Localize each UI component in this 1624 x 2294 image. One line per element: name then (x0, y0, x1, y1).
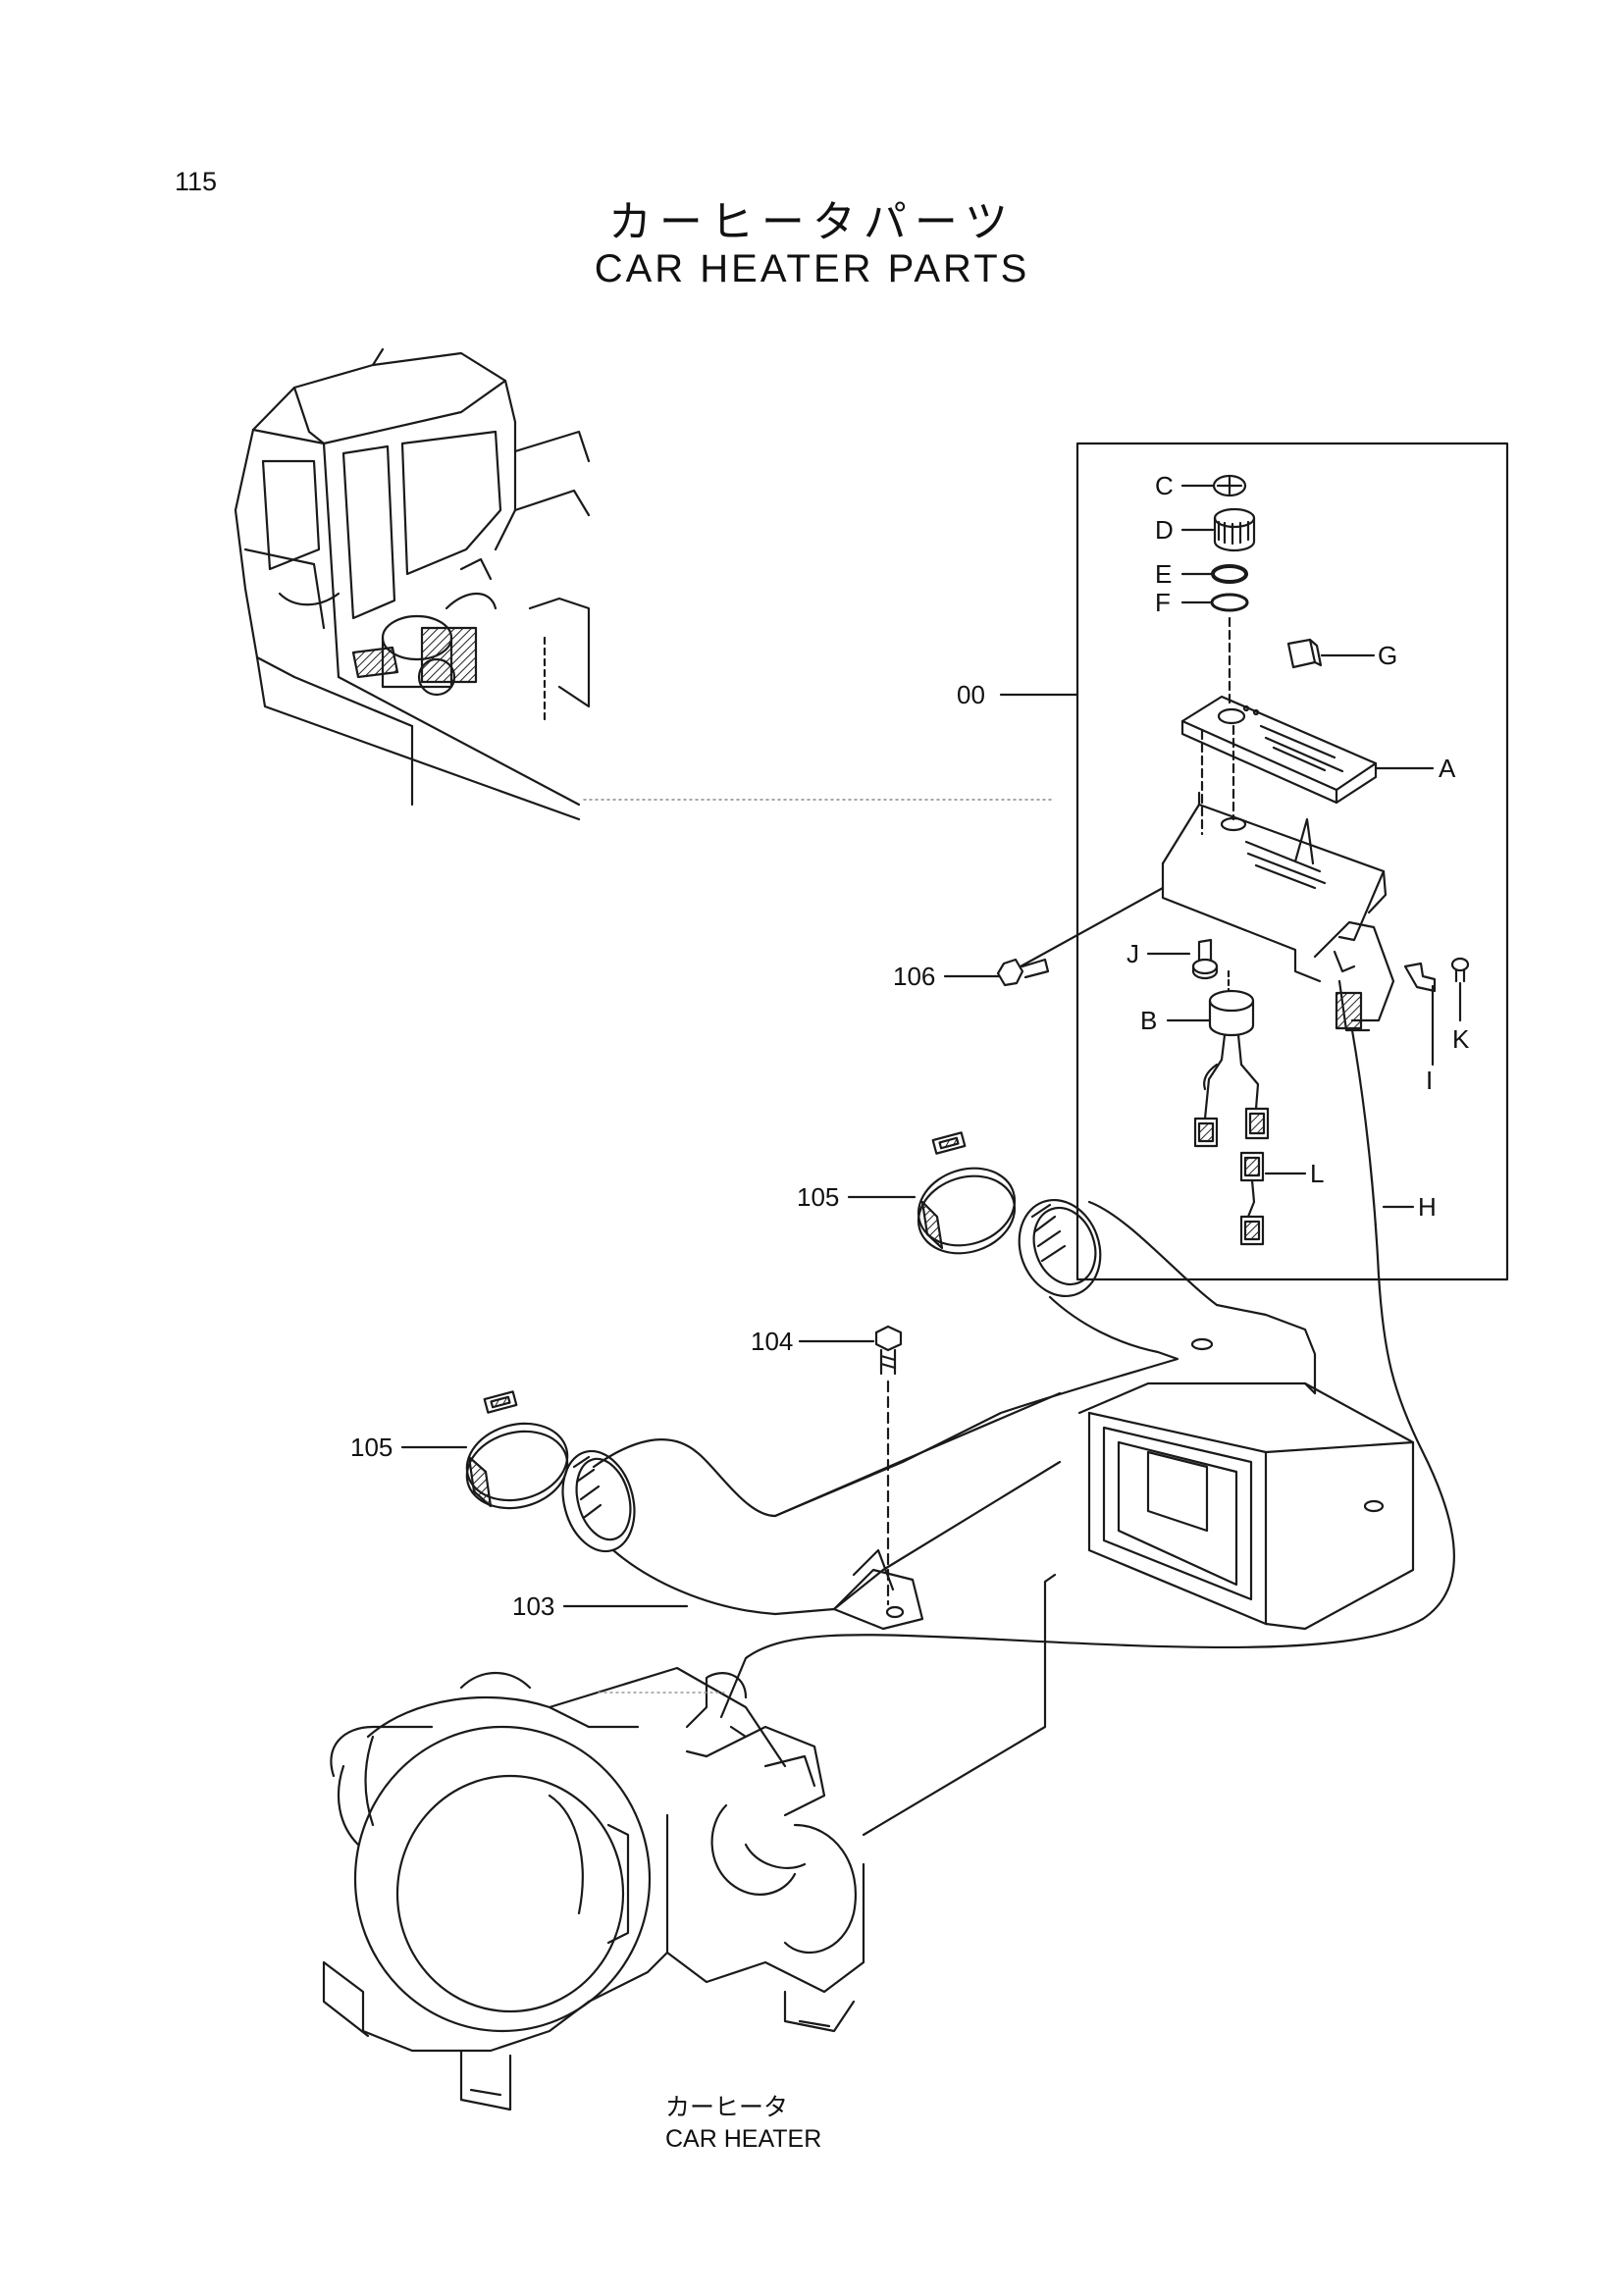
label-h: H (1418, 1192, 1437, 1222)
label-105-lower: 105 (350, 1433, 393, 1462)
label-k: K (1452, 1024, 1470, 1054)
control-panel-bracket (1161, 791, 1395, 1032)
cab-overview (234, 347, 1056, 821)
page-title-japanese: カーヒータパーツ (607, 197, 1017, 247)
label-a: A (1439, 754, 1456, 783)
label-c: C (1155, 471, 1174, 500)
part-105-hose-clamp-upper (917, 1131, 1017, 1255)
label-104: 104 (751, 1327, 793, 1356)
caption: CAR HEATER (665, 2125, 821, 2153)
car-heater-unit (322, 1666, 865, 2112)
label-103: 103 (512, 1591, 554, 1621)
label-g: G (1378, 641, 1397, 670)
label-l: L (1310, 1159, 1324, 1188)
part-k-screw (1450, 957, 1470, 983)
page-title: CAR HEATER PARTS (594, 247, 1030, 290)
part-104-bolt (874, 1325, 903, 1376)
label-b: B (1140, 1006, 1157, 1035)
part-g-lever-knob (1286, 638, 1323, 669)
assembly-box (1075, 442, 1509, 1281)
label-105-upper: 105 (797, 1182, 839, 1212)
page-number: 115 (175, 167, 218, 196)
part-l-connector (1239, 1151, 1265, 1246)
part-a-face-plate (1180, 695, 1378, 805)
label-i: I (1426, 1066, 1433, 1095)
part-b-switch-harness (1193, 969, 1270, 1148)
caption-japanese: カーヒータ (665, 2093, 788, 2121)
part-c-knob-cap (1212, 474, 1247, 497)
part-i-clip (1403, 962, 1437, 993)
part-e-washer (1211, 564, 1248, 584)
label-00: 00 (957, 680, 985, 709)
part-f-washer (1210, 593, 1249, 612)
part-j-screw (1191, 938, 1219, 980)
part-h-control-cable (719, 1028, 1455, 1719)
part-d-knob (1213, 507, 1256, 552)
label-j: J (1126, 939, 1139, 968)
label-106: 106 (893, 962, 935, 991)
part-103-air-duct (561, 1198, 1415, 1631)
part-105-hose-clamp-lower (465, 1390, 569, 1510)
part-106-bolt (996, 958, 1050, 987)
label-f: F (1155, 588, 1171, 617)
label-e: E (1155, 559, 1172, 589)
label-d: D (1155, 515, 1174, 545)
